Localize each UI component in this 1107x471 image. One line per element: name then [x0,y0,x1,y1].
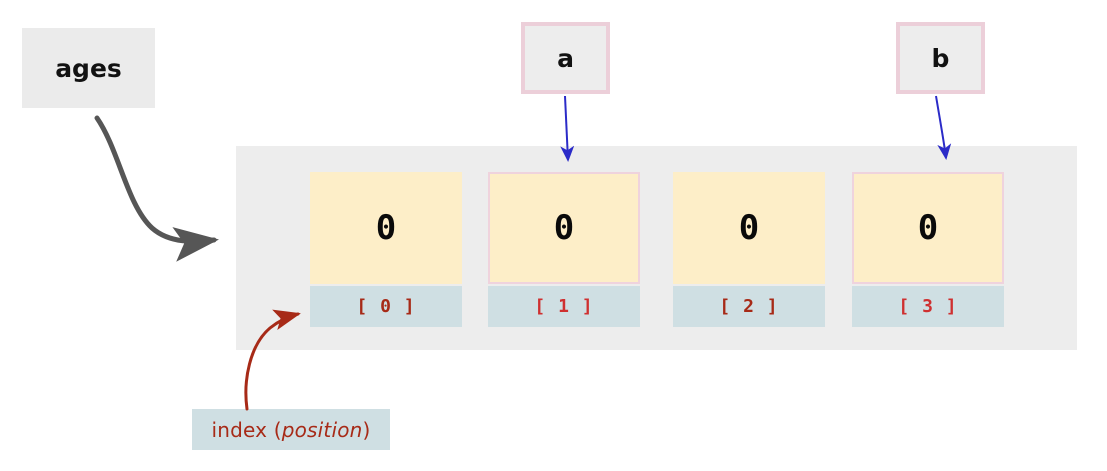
array-cell-3: 0 [ 3 ] [852,172,1004,327]
array-cell-index-0: [ 0 ] [310,286,462,327]
array-cell-value-3: 0 [852,172,1004,284]
array-cell-index-3: [ 3 ] [852,286,1004,327]
array-cell-0: 0 [ 0 ] [310,172,462,327]
array-name-label: ages [22,28,155,108]
index-callout-text-tail: ) [362,417,371,442]
ages-pointer-arrow [94,115,219,262]
array-cell-2: 0 [ 2 ] [673,172,825,327]
array-cell-value-0: 0 [310,172,462,284]
index-callout-label: index (position) [192,409,390,450]
variable-label-a: a [521,22,610,94]
index-callout-text-italic: position [281,417,363,442]
array-cell-value-2: 0 [673,172,825,284]
variable-label-b: b [896,22,985,94]
array-cell-index-1: [ 1 ] [488,286,640,327]
array-cell-index-2: [ 2 ] [673,286,825,327]
array-cell-1: 0 [ 1 ] [488,172,640,327]
index-callout-text-plain: index ( [211,417,282,442]
array-cell-value-1: 0 [488,172,640,284]
array-container: 0 [ 0 ] 0 [ 1 ] 0 [ 2 ] 0 [ 3 ] [236,146,1077,350]
